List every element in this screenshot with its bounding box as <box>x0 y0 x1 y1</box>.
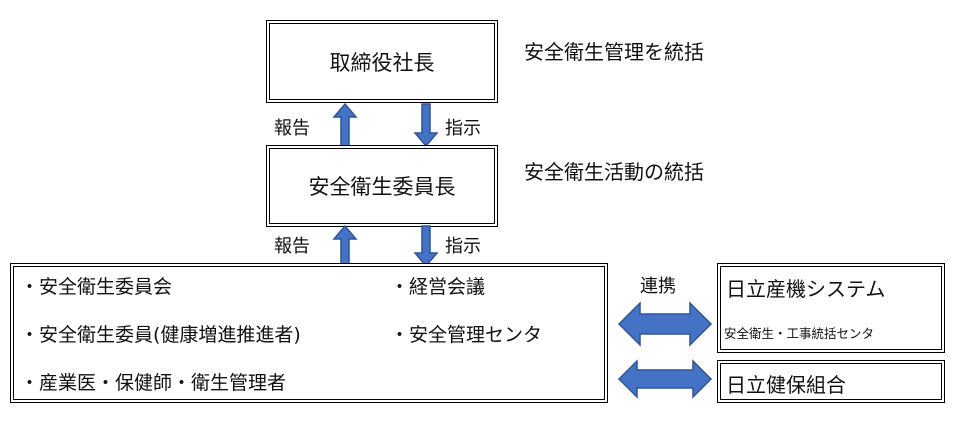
report-label-2: 報告 <box>274 236 310 257</box>
instruction-label-2: 指示 <box>445 236 481 257</box>
link-label: 連携 <box>640 276 676 297</box>
report-arrow-up-1 <box>332 102 358 147</box>
partner-box-health-union <box>717 360 945 403</box>
instruction-label-1: 指示 <box>445 118 481 139</box>
partner-title-hitachi-sanki: 日立産機システム <box>726 277 886 301</box>
ceo-box: 取締役社長 <box>266 20 498 103</box>
partner-title-health-union: 日立健保組合 <box>726 373 846 397</box>
group-item-safety-committee: ・安全衛生委員会 <box>20 276 173 298</box>
organization-groups-box <box>10 263 608 403</box>
report-label-1: 報告 <box>274 118 310 139</box>
instruction-arrow-down-2-shape <box>413 225 439 268</box>
report-arrow-up-2-shape <box>332 224 358 267</box>
report-arrow-up-1-shape <box>332 102 358 147</box>
instruction-arrow-down-1 <box>413 103 439 148</box>
group-item-occupational-health-staff: ・産業医・保健師・衛生管理者 <box>20 372 287 394</box>
ceo-note: 安全衛生管理を統括 <box>524 40 704 64</box>
partner-box-hitachi-sanki <box>717 263 945 353</box>
link-arrow-hitachi-sanki <box>617 301 713 347</box>
link-arrow-health-union <box>617 359 713 399</box>
partner-subtitle-hitachi-sanki: 安全衛生・工事統括センタ <box>724 326 875 341</box>
ceo-title: 取締役社長 <box>329 50 435 75</box>
instruction-arrow-down-1-shape <box>413 103 439 148</box>
link-arrow-health-union-shape <box>617 359 713 399</box>
committee-chair-title: 安全衛生委員長 <box>308 175 456 199</box>
committee-chair-note: 安全衛生活動の統括 <box>524 160 704 184</box>
report-arrow-up-2 <box>332 224 358 267</box>
group-item-management-meeting: ・経営会議 <box>390 276 486 298</box>
link-arrow-hitachi-sanki-shape <box>617 301 713 347</box>
committee-chair-box: 安全衛生委員長 <box>266 145 498 227</box>
instruction-arrow-down-2 <box>413 225 439 268</box>
group-item-safety-management-center: ・安全管理センタ <box>390 324 543 346</box>
group-item-safety-committee-members: ・安全衛生委員(健康増進推進者) <box>20 324 301 346</box>
